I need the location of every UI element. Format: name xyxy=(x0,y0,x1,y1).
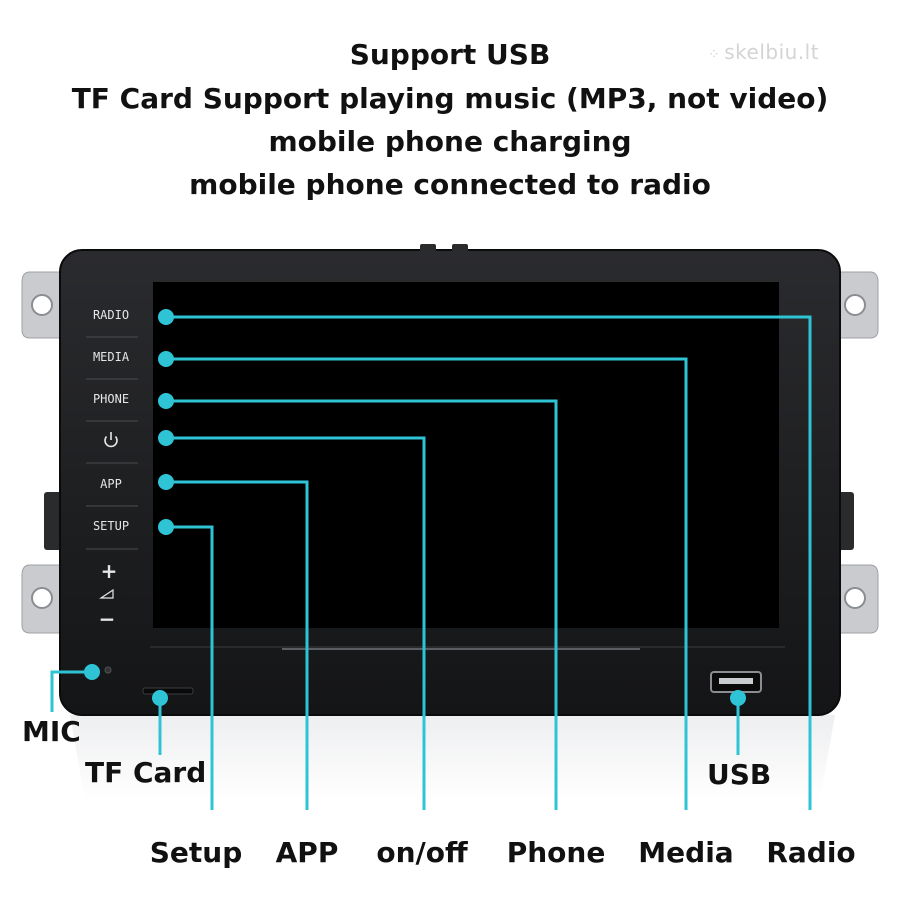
power-icon xyxy=(104,432,118,448)
svg-text:MEDIA: MEDIA xyxy=(93,350,130,364)
watermark: ⁘skelbiu.lt xyxy=(708,40,819,64)
usb-port[interactable] xyxy=(710,671,762,693)
headline-usb: Support USB xyxy=(349,38,551,71)
device-reflection xyxy=(70,715,835,800)
screen xyxy=(153,282,779,628)
leader-radio xyxy=(166,315,812,810)
side-button-column: RADIO MEDIA PHONE APP SETUP + xyxy=(86,308,138,631)
headline-charging: mobile phone charging xyxy=(268,125,632,158)
callout-radio: Radio xyxy=(766,836,855,869)
callout-tf-card: TF Card xyxy=(85,756,206,789)
leader-onoff xyxy=(166,436,426,810)
leader-phone xyxy=(166,399,558,810)
button-setup[interactable]: SETUP xyxy=(86,519,138,550)
svg-text:RADIO: RADIO xyxy=(93,308,129,322)
headline-tf-card: TF Card Support playing music (MP3, not … xyxy=(71,82,829,115)
leader-media xyxy=(166,357,688,810)
leader-lines xyxy=(50,309,812,810)
callout-media: Media xyxy=(638,836,733,869)
svg-text:APP: APP xyxy=(100,477,122,491)
svg-text:−: − xyxy=(99,607,116,631)
callout-mic: MIC xyxy=(22,715,81,748)
leader-setup xyxy=(166,525,214,810)
watermark-text: skelbiu.lt xyxy=(724,40,820,64)
callout-phone: Phone xyxy=(507,836,606,869)
watermark-logo-icon: ⁘ xyxy=(708,47,721,63)
headline-connected: mobile phone connected to radio xyxy=(189,168,711,201)
svg-text:SETUP: SETUP xyxy=(93,519,129,533)
button-radio[interactable]: RADIO xyxy=(86,308,138,338)
callout-usb: USB xyxy=(707,758,771,791)
leader-mic xyxy=(50,670,92,712)
callout-onoff: on/off xyxy=(376,836,468,869)
svg-text:+: + xyxy=(101,559,118,583)
leader-app xyxy=(166,480,309,810)
tf-card-slot[interactable] xyxy=(142,687,194,695)
button-volume-down[interactable]: − xyxy=(99,607,116,631)
button-phone[interactable]: PHONE xyxy=(86,392,138,422)
volume-icon xyxy=(99,588,114,599)
callout-setup: Setup xyxy=(150,836,243,869)
button-media[interactable]: MEDIA xyxy=(86,350,138,380)
callout-labels: MIC TF Card USB Setup APP on/off Phone M… xyxy=(22,715,856,869)
button-app[interactable]: APP xyxy=(86,477,138,507)
button-volume-up[interactable]: + xyxy=(101,559,118,583)
callout-app: APP xyxy=(276,836,339,869)
button-power[interactable] xyxy=(86,432,138,464)
mic-hole xyxy=(104,666,112,674)
svg-text:PHONE: PHONE xyxy=(93,392,129,406)
